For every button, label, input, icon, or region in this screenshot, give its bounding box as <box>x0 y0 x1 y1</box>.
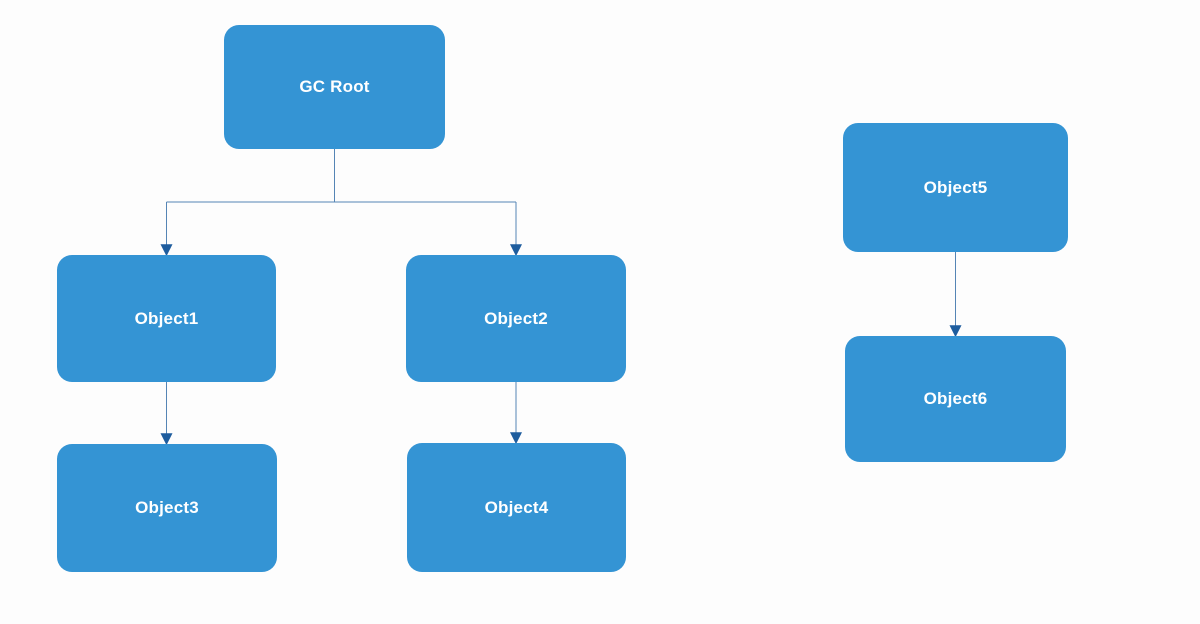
node-object3-label: Object3 <box>135 498 199 517</box>
node-object4: Object4 <box>407 443 626 572</box>
node-object6-label: Object6 <box>923 389 988 408</box>
node-object2-label: Object2 <box>484 308 548 328</box>
node-object2: Object2 <box>406 255 626 382</box>
node-object5: Object5 <box>843 123 1068 252</box>
node-object1-label: Object1 <box>134 308 199 328</box>
node-gc-root: GC Root <box>224 25 445 149</box>
node-object4-label: Object4 <box>484 497 549 517</box>
node-object6: Object6 <box>845 336 1066 462</box>
node-object3: Object3 <box>57 444 277 572</box>
node-gc-root-label: GC Root <box>299 77 370 96</box>
node-object1: Object1 <box>57 255 276 382</box>
node-object5-label: Object5 <box>923 177 988 197</box>
